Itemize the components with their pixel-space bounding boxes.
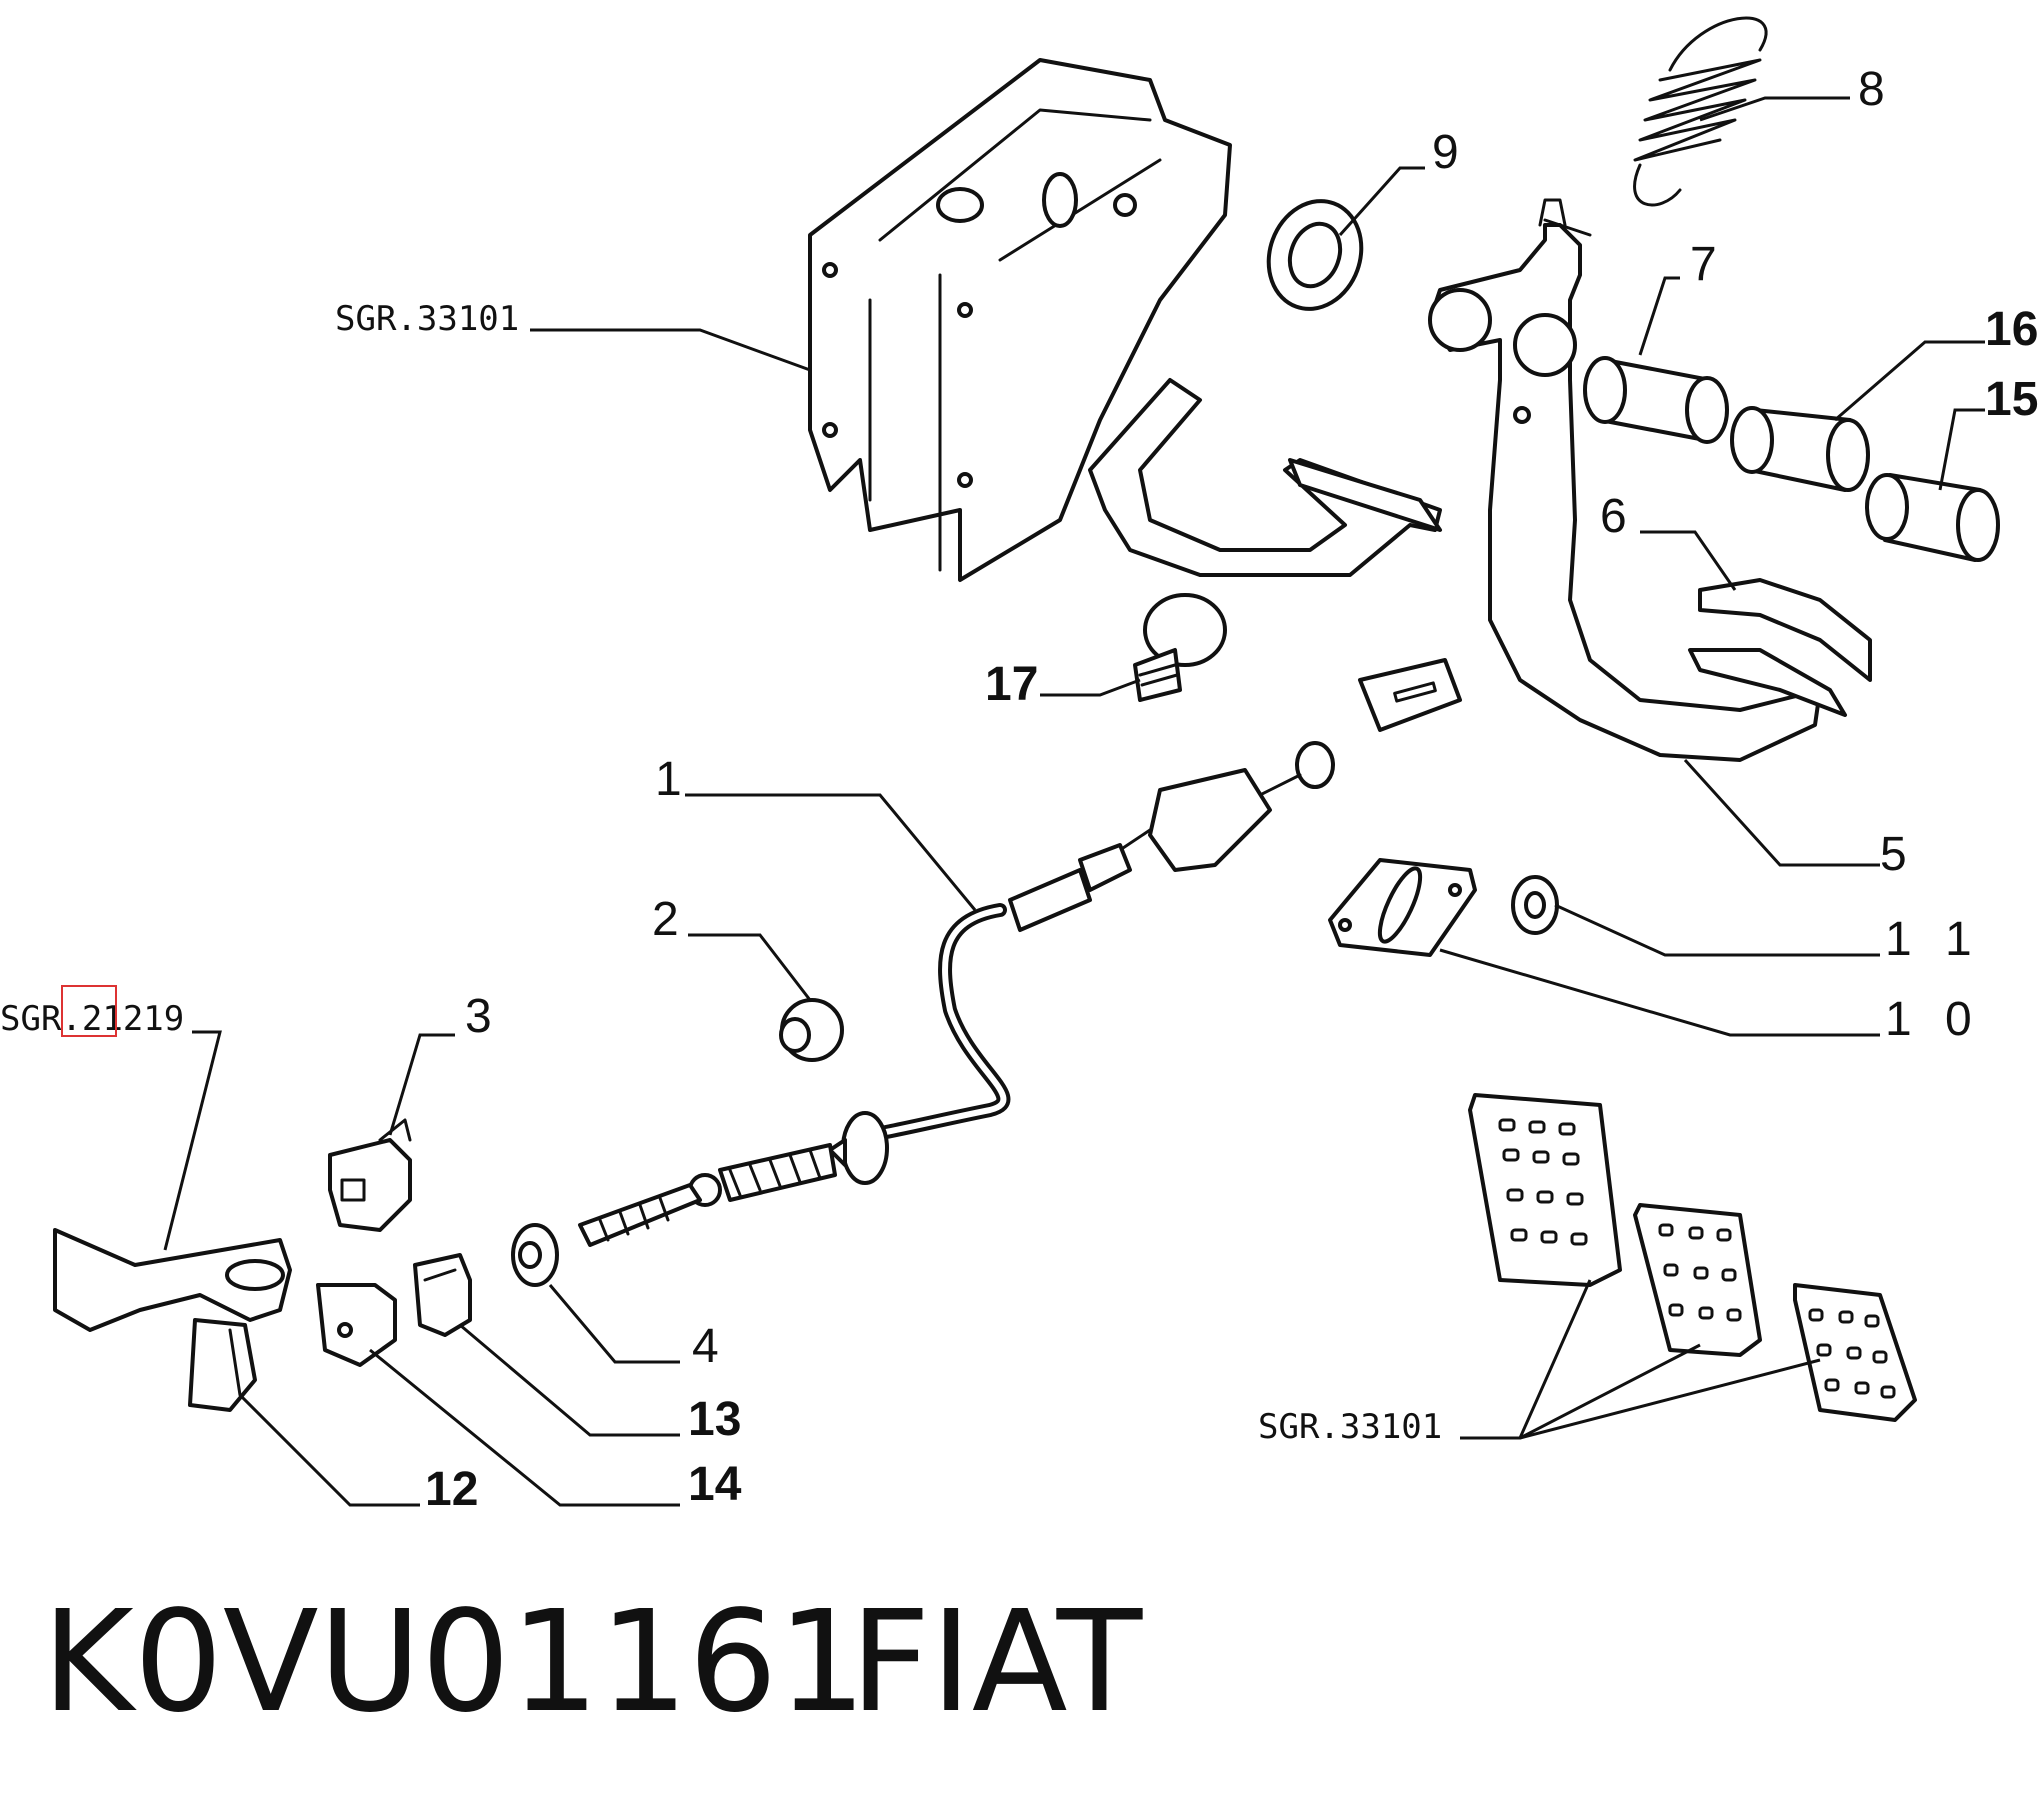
mounting-plate	[1328, 858, 1477, 957]
callout-7: 7	[1690, 238, 1727, 291]
leader-lines	[163, 96, 1985, 1507]
brand-name: FIAT	[850, 1581, 1143, 1744]
callout-6: 6	[1600, 490, 1637, 543]
nut	[1511, 875, 1559, 935]
callout-13: 13	[688, 1393, 741, 1446]
callout-3: 3	[465, 990, 502, 1043]
return-spring	[1633, 16, 1768, 207]
bracket-reference: SGR.33101	[335, 299, 519, 339]
callout-10: 1 0	[1885, 993, 1982, 1046]
clip-14	[316, 1283, 397, 1367]
callout-17: 17	[985, 658, 1038, 711]
clutch-pedal	[1428, 198, 1822, 762]
callout-16: 16	[1985, 303, 2038, 356]
bush-15	[1865, 473, 2000, 562]
callout-8: 8	[1858, 63, 1895, 116]
reference-highlight	[61, 985, 117, 1037]
callout-15: 15	[1985, 373, 2038, 426]
pedal-pads	[1468, 1093, 1917, 1422]
pedal-support-bracket	[808, 58, 1442, 582]
washer	[1266, 199, 1364, 311]
grommet	[779, 998, 844, 1062]
ring-4	[511, 1223, 559, 1287]
callout-5: 5	[1880, 828, 1917, 881]
bush-16	[1730, 406, 1870, 492]
bush-7	[1583, 356, 1729, 444]
pads-reference: SGR.33101	[1258, 1407, 1442, 1447]
callout-9: 9	[1432, 126, 1469, 179]
clip-13	[413, 1253, 472, 1337]
clutch-cable	[578, 658, 1462, 1247]
callout-1: 1	[655, 753, 692, 806]
clip-3	[328, 1118, 412, 1232]
bush-12	[188, 1318, 257, 1412]
callout-12: 12	[425, 1463, 478, 1516]
callout-4: 4	[692, 1320, 729, 1373]
lever-reference: SGR.21219	[0, 999, 184, 1039]
bolt	[1133, 593, 1227, 702]
callout-11: 1 1	[1885, 913, 1982, 966]
pedal-pad	[1688, 578, 1872, 717]
callout-14: 14	[688, 1458, 742, 1511]
pedal-lever	[53, 1228, 292, 1332]
callout-2: 2	[652, 893, 689, 946]
part-code: K0VU01161	[42, 1581, 866, 1744]
